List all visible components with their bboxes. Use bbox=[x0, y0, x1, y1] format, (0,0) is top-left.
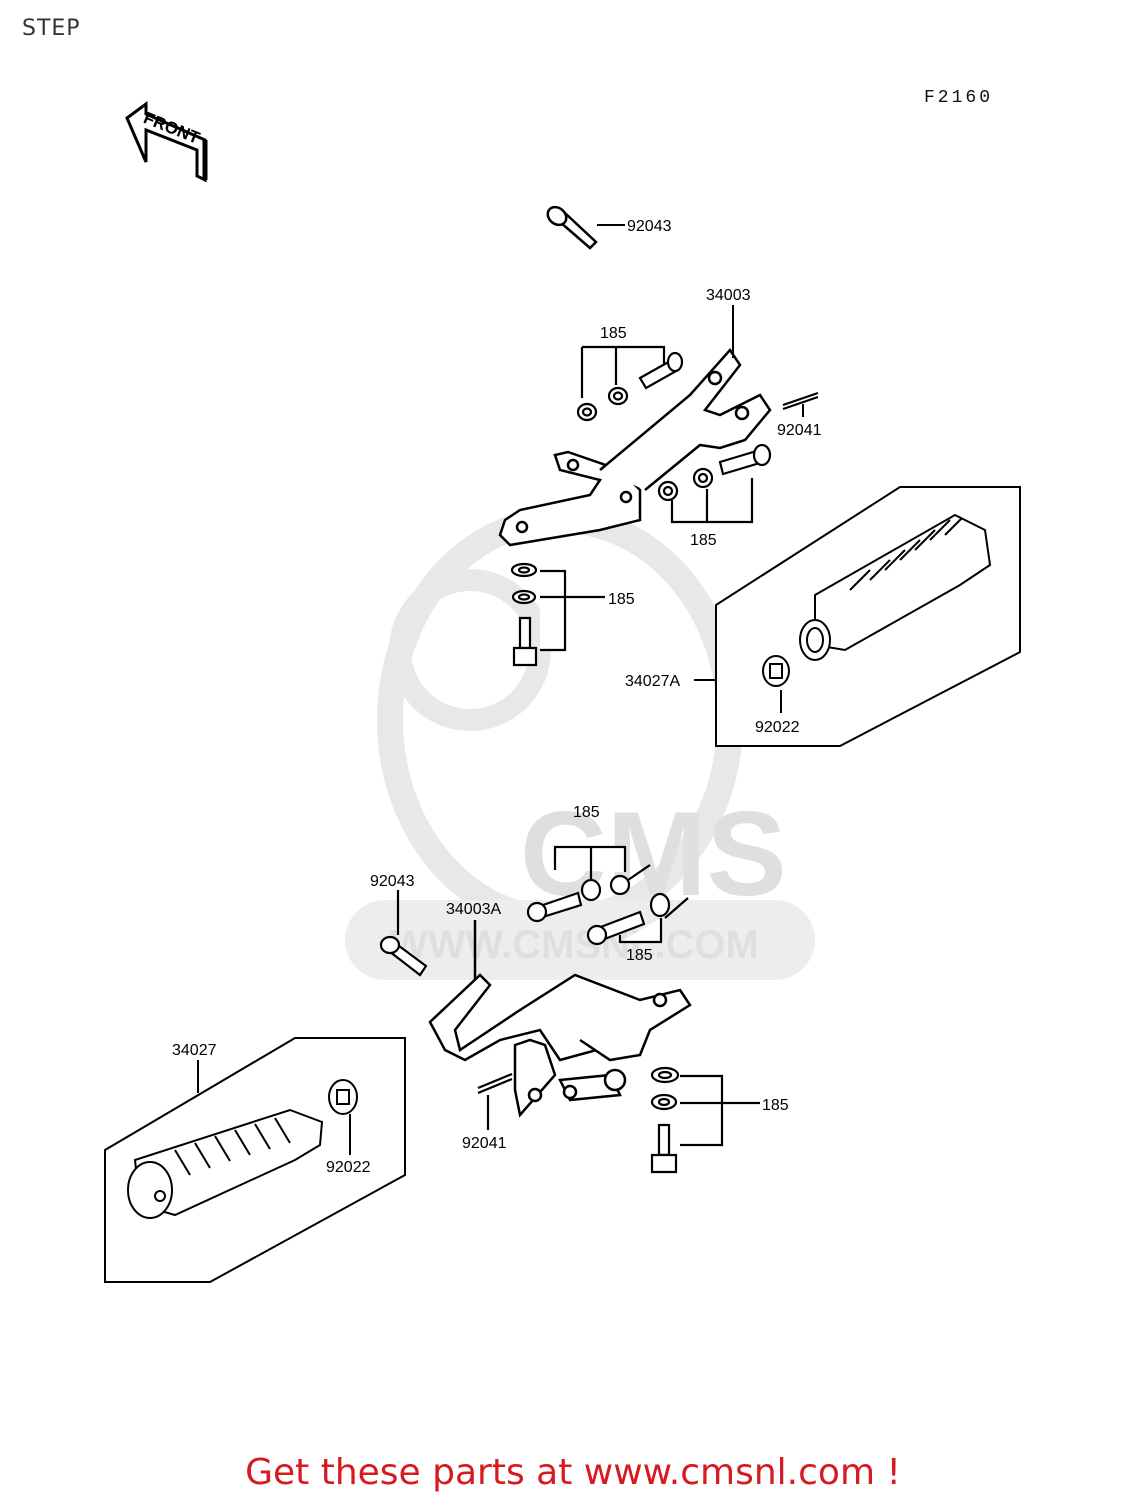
callout-washer-left: 92022 bbox=[326, 1159, 371, 1176]
bolt-set-mid bbox=[510, 562, 605, 667]
figure-code: F2160 bbox=[924, 88, 994, 108]
pin-lower bbox=[379, 890, 428, 977]
callout-washer-right: 92022 bbox=[755, 719, 800, 736]
split-pin-lower bbox=[477, 1072, 513, 1130]
callout-bolt-set-lower-a: 185 bbox=[573, 804, 600, 821]
callout-bolt-set-lower-c: 185 bbox=[762, 1097, 789, 1114]
bolt-set-lower-b bbox=[586, 892, 689, 946]
front-arrow-label: FRONT bbox=[141, 108, 203, 148]
callout-bolt-set-upper-b: 185 bbox=[690, 532, 717, 549]
callout-pin-upper: 92043 bbox=[627, 218, 672, 235]
parts-diagram: CMS WWW.CMSNL.COM FRONT 92043 34003 185 bbox=[104, 101, 1021, 1283]
callout-bolt-set-mid: 185 bbox=[608, 591, 635, 608]
bolt-set-lower-c bbox=[650, 1066, 760, 1174]
page-title: STEP bbox=[22, 16, 81, 41]
watermark-url: WWW.CMSNL.COM bbox=[390, 923, 759, 967]
callout-footpeg-right: 34027A bbox=[625, 673, 680, 690]
callout-bolt-set-lower-b: 185 bbox=[626, 947, 653, 964]
footpeg-left bbox=[104, 1037, 406, 1283]
bolt-set-upper-b bbox=[657, 443, 772, 524]
bolt-set-upper-a bbox=[576, 345, 684, 422]
callout-split-pin-lower: 92041 bbox=[462, 1135, 507, 1152]
front-arrow: FRONT bbox=[125, 101, 208, 183]
bracket-left bbox=[428, 920, 692, 1118]
bracket-right bbox=[498, 347, 772, 547]
split-pin-upper bbox=[782, 392, 819, 417]
bolt-set-lower-a bbox=[526, 845, 651, 923]
callout-footpeg-left: 34027 bbox=[172, 1042, 217, 1059]
pin-upper bbox=[546, 205, 598, 250]
footpeg-right bbox=[694, 486, 1021, 747]
callout-pin-lower: 92043 bbox=[370, 873, 415, 890]
callout-bracket-left: 34003A bbox=[446, 901, 501, 918]
callout-bolt-set-upper-a: 185 bbox=[600, 325, 627, 342]
callout-bracket-right: 34003 bbox=[706, 287, 751, 304]
footer-link[interactable]: Get these parts at www.cmsnl.com ! bbox=[245, 1452, 901, 1493]
callout-split-pin-upper: 92041 bbox=[777, 422, 822, 439]
